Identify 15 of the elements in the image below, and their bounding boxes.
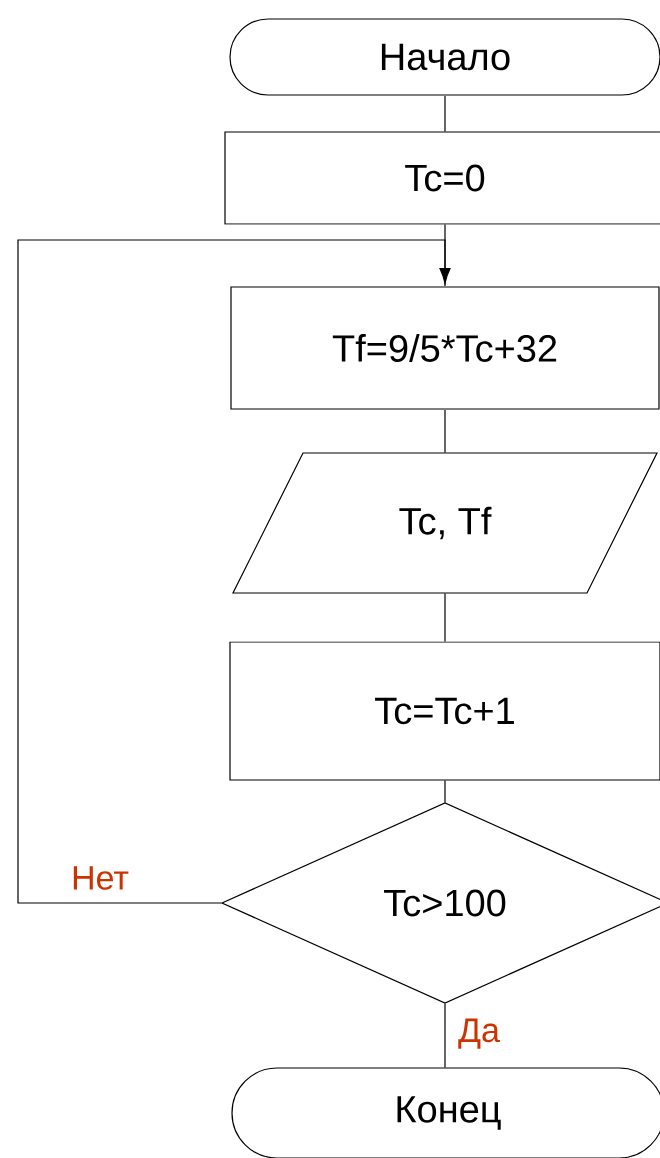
connector-line	[444, 95, 446, 132]
connector-line	[444, 409, 446, 453]
process-box: Tc=Tc+1	[229, 641, 660, 781]
connector-line	[444, 224, 446, 287]
process-box: Tf=9/5*Tc+32	[230, 286, 660, 410]
terminator-box: Начало	[229, 18, 660, 96]
connector-line	[444, 1003, 446, 1068]
edge-label: Нет	[73, 866, 129, 890]
connector-line	[444, 780, 446, 803]
process-box: Tc=0	[224, 131, 660, 225]
terminator-box: Конец	[231, 1067, 660, 1158]
connector-line	[444, 593, 446, 642]
edge-label: Да	[458, 1018, 500, 1049]
loop-arrow	[17, 239, 451, 904]
input-output-box: Tc, Tf	[232, 452, 658, 594]
